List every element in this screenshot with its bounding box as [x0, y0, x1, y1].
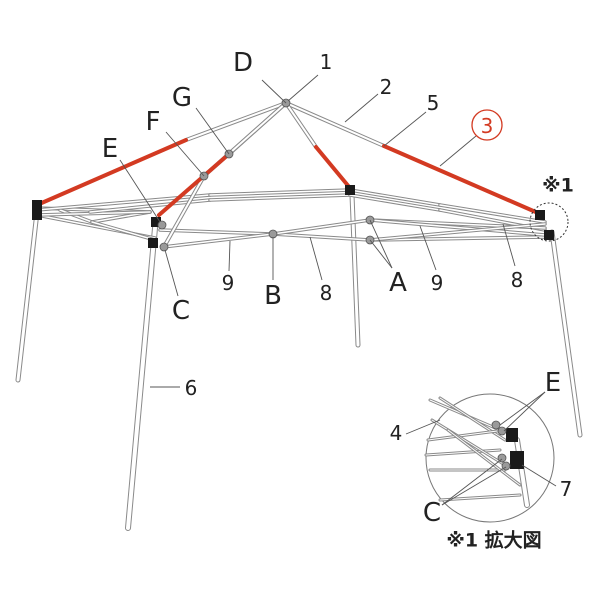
- roof-bar-left-highlight: [35, 138, 188, 207]
- corner-bracket-back-middle: [345, 185, 355, 195]
- scissor-bar-2: [59, 209, 93, 223]
- label-E: E: [101, 134, 119, 164]
- label-part-5: 5: [426, 91, 440, 115]
- inset-bar-1: [439, 397, 506, 441]
- label-B: B: [264, 281, 282, 311]
- scissor-bar-14: [159, 229, 274, 235]
- inset-bar-6: [439, 494, 521, 501]
- label-C-inset: C: [422, 498, 442, 528]
- roof-bar-left-upper: [185, 102, 287, 141]
- leg-back-middle: [350, 193, 360, 347]
- callout-circle: [529, 202, 569, 242]
- scissor-bar-20: [369, 219, 546, 236]
- slider-bracket-front-left: [148, 238, 158, 248]
- scissor-bar-16: [162, 233, 274, 248]
- leader-1: [287, 74, 319, 102]
- inset-bar-3: [425, 449, 501, 456]
- scissor-bar-9: [209, 194, 351, 201]
- label-part-9-right: 9: [430, 271, 444, 295]
- label-part-7: 7: [559, 477, 573, 501]
- inset-bar-2: [427, 429, 506, 441]
- label-part-6: 6: [184, 376, 198, 400]
- leader-8-left: [309, 236, 323, 281]
- label-D: D: [232, 48, 254, 78]
- leader-2: [344, 93, 379, 123]
- scissor-bar-4: [91, 221, 156, 241]
- leader-C: [164, 249, 179, 297]
- leader-9-right: [419, 225, 437, 271]
- scissor-bar-12: [439, 204, 546, 223]
- label-F: F: [145, 107, 161, 137]
- label-part-3-highlighted: 3: [480, 114, 494, 138]
- roof-bar-back-upper: [285, 102, 317, 148]
- inset-bar-7: [447, 429, 521, 486]
- leader-A-upper: [369, 219, 393, 269]
- leader-E-inset-2: [503, 391, 546, 432]
- corner-bracket-back-left: [32, 200, 42, 210]
- slider-bracket-front-right: [544, 230, 554, 240]
- joint-E: [157, 220, 167, 230]
- inset-joint-E-lower: [497, 426, 507, 436]
- inset-caption: ※1 拡大図: [446, 529, 542, 552]
- leg-front-left: [126, 226, 157, 530]
- leader-9-left: [228, 240, 231, 272]
- scissor-bar-6: [36, 211, 151, 216]
- leader-4: [405, 419, 441, 435]
- scissor-bar-8: [209, 189, 351, 196]
- leg-back-left: [16, 210, 39, 382]
- joint-B: [268, 229, 278, 239]
- roof-bar-back-highlight: [314, 145, 352, 190]
- leader-3: [439, 135, 477, 167]
- highlight-circle-part-3: [471, 109, 503, 141]
- label-A: A: [389, 268, 407, 298]
- joint-C: [159, 242, 169, 252]
- label-part-1: 1: [319, 50, 333, 74]
- label-part-8-left: 8: [319, 281, 333, 305]
- leader-F: [165, 131, 205, 177]
- leg-front-right: [550, 230, 582, 437]
- corner-bracket-front-right: [535, 210, 545, 220]
- inset-bracket-7: [510, 451, 524, 469]
- leader-D: [261, 79, 287, 104]
- inset-bar-5: [431, 419, 506, 466]
- roof-bar-right-highlight: [382, 144, 540, 215]
- label-part-4: 4: [389, 421, 403, 445]
- corner-bracket-front-left: [151, 217, 161, 227]
- inset-joint-E-upper: [491, 420, 501, 430]
- leader-5: [383, 111, 427, 147]
- leader-A-lower: [369, 239, 393, 269]
- leader-E: [119, 159, 161, 223]
- leader-8-right: [502, 223, 516, 267]
- slider-bracket-back-left: [32, 210, 42, 220]
- label-part-9-left: 9: [221, 271, 235, 295]
- scissor-bar-17: [272, 219, 371, 235]
- leader-E-inset-1: [499, 391, 546, 426]
- callout-mark: ※1: [542, 174, 574, 197]
- leader-C-inset-2: [441, 466, 507, 506]
- leader-7: [521, 464, 557, 487]
- label-part-2: 2: [379, 75, 393, 99]
- inset-bracket-upper: [506, 428, 518, 442]
- scissor-bar-21: [369, 223, 546, 241]
- scissor-bar-11: [349, 194, 441, 211]
- inset-leg: [515, 438, 529, 507]
- scissor-bar-15: [272, 233, 371, 241]
- leader-G: [195, 107, 230, 155]
- label-C: C: [171, 296, 191, 326]
- label-G: G: [171, 83, 193, 113]
- label-E-inset: E: [544, 368, 562, 398]
- scissor-bar-19: [369, 236, 549, 241]
- roof-bar-right-upper: [285, 102, 385, 147]
- scissor-bar-10: [349, 189, 441, 206]
- strut-lower: [164, 175, 205, 246]
- roof-bar-front-highlight: [157, 152, 231, 217]
- leader-C-inset-1: [441, 458, 503, 506]
- label-part-8-right: 8: [510, 268, 524, 292]
